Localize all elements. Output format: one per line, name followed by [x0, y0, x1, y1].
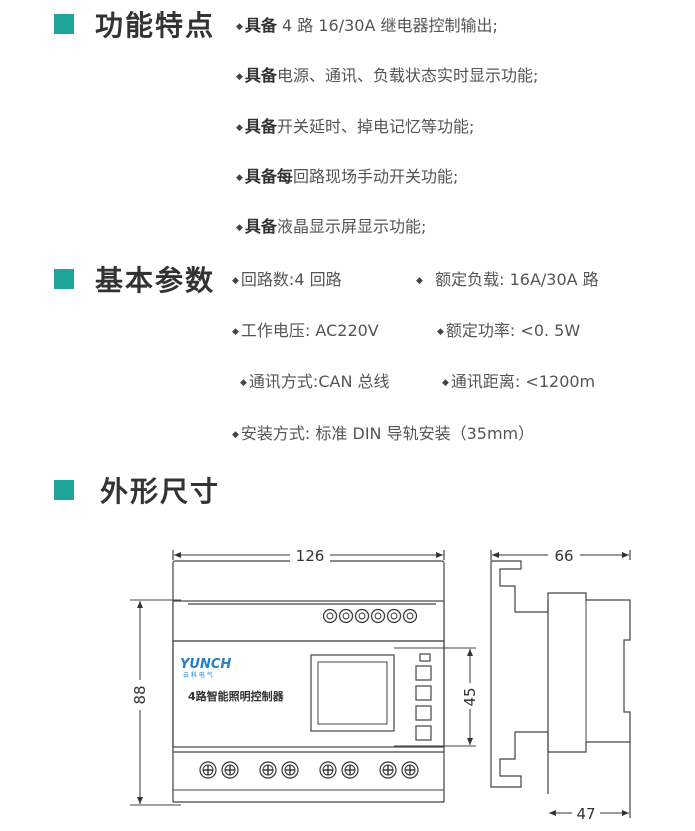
product-label: 4路智能照明控制器: [188, 689, 285, 703]
bullet-diamond-icon: ◆: [236, 173, 243, 183]
bullet-diamond-icon: ◆: [232, 327, 239, 337]
bullet-diamond-icon: ◆: [240, 378, 247, 388]
bullet-diamond-icon: ◆: [232, 430, 239, 440]
param-item: ◆通讯方式:CAN 总线: [240, 372, 390, 391]
param-item: ◆ 额定负载: 16A/30A 路: [416, 270, 599, 289]
param-item: ◆通讯距离: <1200m: [442, 372, 596, 391]
front-view: [130, 550, 476, 806]
side-view: [490, 550, 631, 818]
dim-display-height: 45: [461, 687, 479, 706]
param-item: ◆额定功率: <0. 5W: [437, 321, 581, 340]
terminal-row: [199, 761, 419, 779]
features-title: 功能特点: [95, 9, 216, 42]
param-item: ◆安装方式: 标准 DIN 导轨安装（35mm）: [232, 424, 535, 443]
feature-item: ◆具备液晶显示屏显示功能;: [236, 217, 427, 236]
dim-side-depth: 66: [554, 547, 573, 565]
dimensions-title: 外形尺寸: [100, 475, 221, 508]
bullet-diamond-icon: ◆: [236, 123, 243, 133]
param-item: ◆工作电压: AC220V: [232, 321, 379, 340]
bullet-diamond-icon: ◆: [236, 72, 243, 82]
feature-item: ◆具备电源、通讯、负载状态实时显示功能;: [236, 66, 539, 85]
feature-item: ◆具备 4 路 16/30A 继电器控制输出;: [236, 16, 498, 35]
param-item: ◆回路数:4 回路: [232, 270, 342, 289]
bullet-diamond-icon: ◆: [236, 22, 243, 32]
bullet-diamond-icon: ◆: [236, 223, 243, 233]
brand-subtitle: 云 科 电 气: [183, 671, 213, 679]
dim-front-height: 88: [131, 685, 149, 704]
dim-front-width: 126: [296, 547, 325, 565]
brand-logo: YUNCH: [180, 657, 231, 672]
bullet-diamond-icon: ◆: [232, 276, 239, 286]
bullet-diamond-icon: ◆: [437, 327, 444, 337]
dim-side-base: 47: [576, 805, 595, 823]
feature-item: ◆具备每回路现场手动开关功能;: [236, 167, 459, 186]
params-marker-icon: [54, 269, 74, 289]
bullet-diamond-icon: ◆: [416, 276, 423, 286]
dimensions-marker-icon: [54, 480, 74, 500]
feature-item: ◆具备开关延时、掉电记忆等功能;: [236, 117, 475, 136]
features-marker-icon: [54, 14, 74, 34]
params-title: 基本参数: [95, 264, 216, 297]
bullet-diamond-icon: ◆: [442, 378, 449, 388]
